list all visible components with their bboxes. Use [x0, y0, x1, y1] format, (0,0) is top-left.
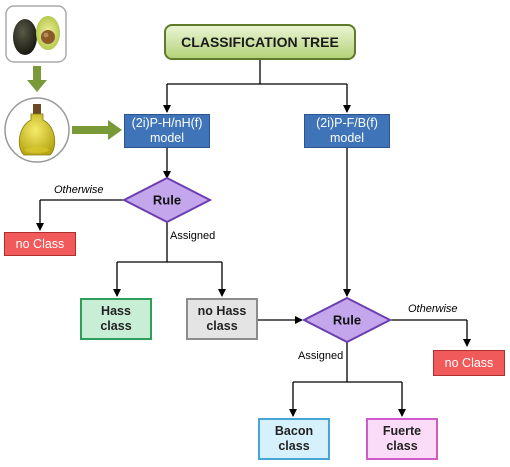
- model-box-line2: model: [149, 131, 185, 145]
- classification-tree-title: CLASSIFICATION TREE: [164, 24, 356, 60]
- no-class-box-right: no Class: [433, 350, 505, 376]
- green-down-arrow: [27, 66, 47, 92]
- class-box-line2: class: [278, 439, 310, 453]
- class-box-line2: class: [100, 319, 132, 333]
- model-box-line2: model: [329, 131, 365, 145]
- edge-label-assigned-right: Assigned: [298, 350, 344, 362]
- rule-label-right: Rule: [332, 312, 362, 328]
- edge-label-assigned-left: Assigned: [170, 230, 216, 242]
- class-box-line1: Bacon: [274, 424, 314, 438]
- model-box-hass: (2i)P-H/nH(f) model: [124, 114, 210, 148]
- model-box-line1: (2i)P-F/B(f): [316, 116, 378, 130]
- avocado-icon: [5, 5, 67, 63]
- rule-diamond-left: [121, 176, 213, 224]
- hass-class-box: Hass class: [80, 298, 152, 340]
- green-right-arrow: [72, 120, 122, 140]
- bacon-class-box: Bacon class: [258, 418, 330, 460]
- model-box-fuerte-bacon: (2i)P-F/B(f) model: [304, 114, 390, 148]
- class-box-line1: no Hass: [197, 304, 247, 318]
- no-hass-class-box: no Hass class: [186, 298, 258, 340]
- class-box-line1: Fuerte: [382, 424, 422, 438]
- model-box-line1: (2i)P-H/nH(f): [131, 116, 203, 130]
- edge-label-otherwise-left: Otherwise: [54, 184, 104, 196]
- class-box-line2: class: [206, 319, 238, 333]
- rule-diamond-right: [301, 296, 393, 344]
- class-box-line1: Hass: [101, 304, 131, 318]
- tree-connectors: [36, 60, 471, 417]
- olive-oil-bottle-icon: [4, 97, 70, 163]
- rule-label-left: Rule: [152, 192, 182, 208]
- no-class-box-left: no Class: [4, 232, 76, 256]
- fuerte-class-box: Fuerte class: [366, 418, 438, 460]
- class-box-line2: class: [386, 439, 418, 453]
- edge-label-otherwise-right: Otherwise: [408, 303, 458, 315]
